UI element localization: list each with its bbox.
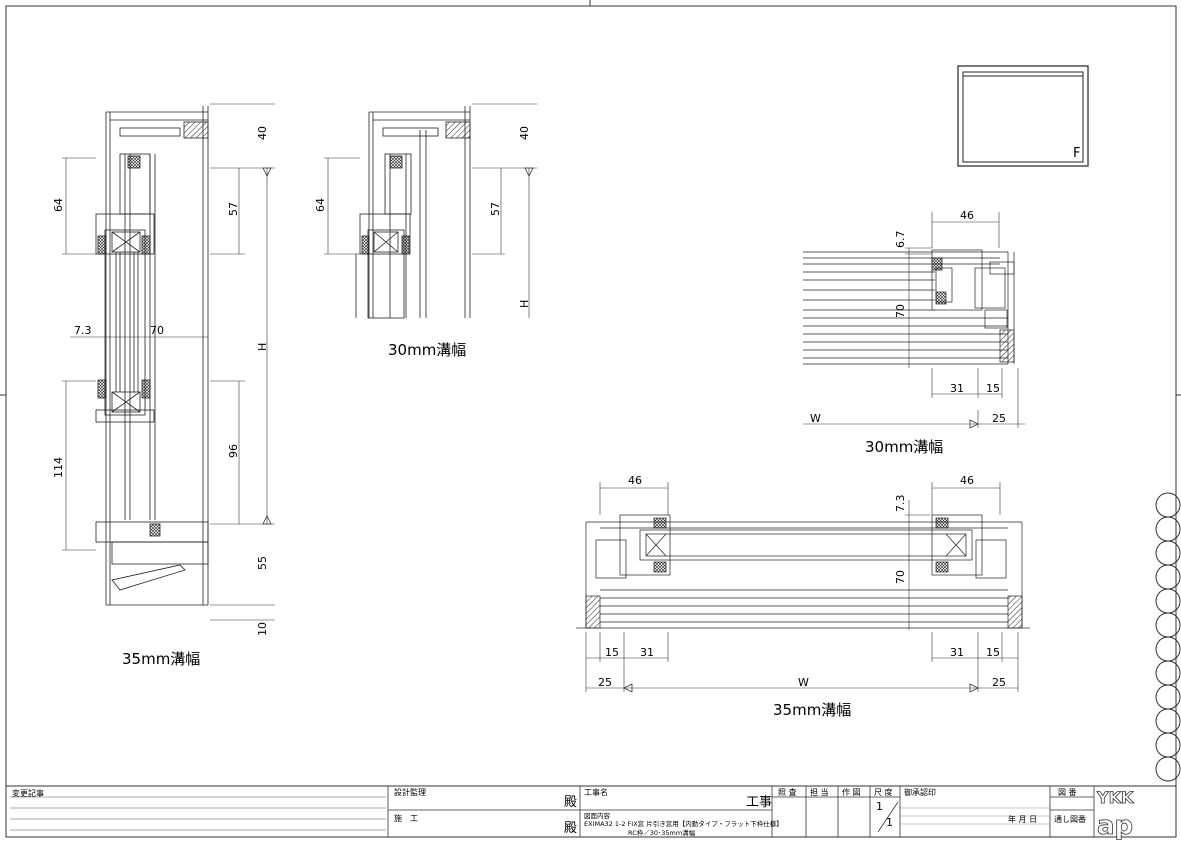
approval-hatch xyxy=(900,807,1050,825)
caption-plan-35: 35mm溝幅 xyxy=(773,701,851,719)
sheet-border xyxy=(5,5,1177,838)
p30-dim-46: 46 xyxy=(960,209,974,222)
approval-label: 御承認印 xyxy=(904,787,936,797)
caption-vertical-35: 35mm溝幅 xyxy=(122,650,200,668)
p30-dim-6-7: 6.7 xyxy=(894,231,907,249)
construction-label: 施 工 xyxy=(394,813,418,823)
p30-dim-w: W xyxy=(810,412,821,425)
p35-dim-25-right: 25 xyxy=(992,676,1006,689)
scale-value-bottom: 1 xyxy=(886,816,893,829)
v35-dim-70: 70 xyxy=(150,324,164,337)
side-index-circles xyxy=(1155,492,1181,782)
v35-dim-114: 114 xyxy=(52,457,65,478)
supervision-label: 設計監理 xyxy=(394,787,426,797)
p30-dim-15: 15 xyxy=(986,382,1000,395)
p30-dim-25: 25 xyxy=(992,412,1006,425)
vertical-section-35 xyxy=(95,106,209,606)
drawing-no-label: 図 番 xyxy=(1058,787,1077,797)
key-plan xyxy=(957,65,1089,167)
logo-top: YKK xyxy=(1096,788,1134,807)
p35-dim-31-right: 31 xyxy=(950,646,964,659)
caption-plan-30: 30mm溝幅 xyxy=(865,438,943,456)
p35-dim-25-left: 25 xyxy=(598,676,612,689)
p35-dim-70: 70 xyxy=(894,570,907,584)
revision-label: 変更記事 xyxy=(12,788,44,798)
date-label: 年 月 日 xyxy=(1008,814,1037,824)
p30-dim-31: 31 xyxy=(950,382,964,395)
v35-dim-57: 57 xyxy=(227,202,240,216)
v30-dim-40: 40 xyxy=(518,126,531,140)
v35-dim-h: H xyxy=(256,343,269,351)
v35-dim-55: 55 xyxy=(256,556,269,570)
p35-dim-7-3: 7.3 xyxy=(894,495,907,513)
caption-vertical-30: 30mm溝幅 xyxy=(388,341,466,359)
project-label: 工事名 xyxy=(584,787,608,797)
charge-label: 担 当 xyxy=(810,787,829,797)
v30-dim-64: 64 xyxy=(314,198,327,212)
drawing-no-value: 通し図番 xyxy=(1054,814,1086,824)
content-line-2: RC枠／30･35mm溝幅 xyxy=(628,828,696,837)
logo-bottom: ap xyxy=(1097,811,1133,841)
revision-lines xyxy=(10,796,386,831)
p35-dim-lines xyxy=(585,482,1019,692)
v35-dim-96: 96 xyxy=(227,444,240,458)
p30-dim-lines xyxy=(803,212,1025,428)
project-suffix: 工事 xyxy=(746,795,772,810)
honorific-1: 殿 xyxy=(564,795,577,810)
v30-dim-lines xyxy=(324,103,537,318)
plan-section-35 xyxy=(576,514,1030,629)
p35-dim-46-right: 46 xyxy=(960,474,974,487)
scale-label: 尺 度 xyxy=(874,787,893,797)
v30-dim-h: H xyxy=(518,300,531,308)
v35-dim-40: 40 xyxy=(256,126,269,140)
title-block-grid xyxy=(387,786,1095,837)
v35-dim-7-3: 7.3 xyxy=(74,324,92,337)
p35-dim-w: W xyxy=(798,676,809,689)
v35-dim-64: 64 xyxy=(52,198,65,212)
vertical-section-30 xyxy=(355,106,471,319)
p35-dim-46-left: 46 xyxy=(628,474,642,487)
p35-dim-15-right: 15 xyxy=(986,646,1000,659)
content-line-1: EXIMA32 1-2 FIX窓 片引き窓用【内動タイプ・フラット下枠仕様】 xyxy=(584,819,783,828)
v35-dim-lines xyxy=(62,103,275,621)
plan-section-30 xyxy=(803,249,1015,365)
scale-value-top: 1 xyxy=(876,800,883,813)
v30-dim-57: 57 xyxy=(489,202,502,216)
p35-dim-31-left: 31 xyxy=(640,646,654,659)
content-label: 図面内容 xyxy=(584,811,611,820)
check-label: 照 査 xyxy=(778,787,797,797)
v35-dim-10: 10 xyxy=(256,622,269,636)
p35-dim-15-left: 15 xyxy=(605,646,619,659)
p30-dim-70: 70 xyxy=(894,304,907,318)
view-label-f: F xyxy=(1073,146,1080,161)
honorific-2: 殿 xyxy=(564,821,577,836)
draw-label: 作 図 xyxy=(842,787,861,797)
